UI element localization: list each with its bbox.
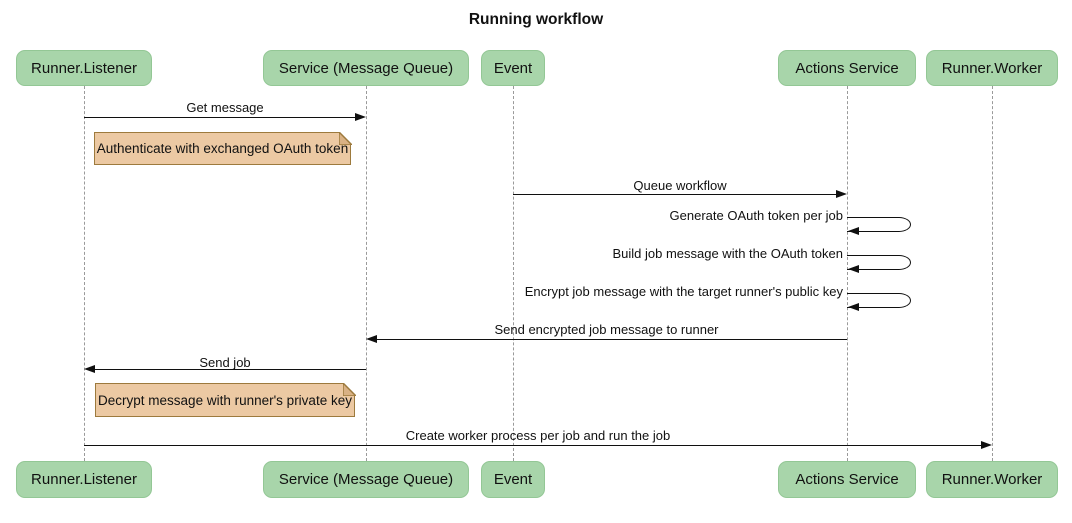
message-label-send-encrypted-job: Send encrypted job message to runner: [494, 322, 719, 337]
self-loop-encrypt-job-message: [847, 293, 911, 308]
message-label-generate-oauth-token: Generate OAuth token per job: [669, 208, 843, 223]
message-label-build-job-message: Build job message with the OAuth token: [612, 246, 843, 261]
arrowhead-left-icon: [848, 265, 859, 273]
participant-top-service-message-queue: Service (Message Queue): [263, 50, 469, 86]
message-label-encrypt-job-message: Encrypt job message with the target runn…: [524, 284, 843, 299]
message-arrow-send-encrypted-job: [377, 339, 847, 340]
lifeline-actions-service: [847, 86, 848, 461]
participant-bottom-event: Event: [481, 461, 545, 498]
note-decrypt-private-key: Decrypt message with runner's private ke…: [95, 382, 356, 417]
self-loop-build-job-message: [847, 255, 911, 270]
participant-top-actions-service: Actions Service: [778, 50, 916, 86]
participant-top-event: Event: [481, 50, 545, 86]
lifeline-runner-worker: [992, 86, 993, 461]
lifeline-service-message-queue: [366, 86, 367, 461]
participant-bottom-actions-service: Actions Service: [778, 461, 916, 498]
arrowhead-left-icon: [84, 365, 95, 373]
lifeline-event: [513, 86, 514, 461]
participant-bottom-runner-worker: Runner.Worker: [926, 461, 1058, 498]
note-text: Decrypt message with runner's private ke…: [98, 392, 352, 408]
message-arrow-queue-workflow: [513, 194, 836, 195]
message-arrow-send-job: [95, 369, 366, 370]
arrowhead-right-icon: [355, 113, 366, 121]
message-label-create-worker-process: Create worker process per job and run th…: [405, 428, 671, 443]
message-label-send-job: Send job: [199, 355, 251, 370]
arrowhead-left-icon: [848, 227, 859, 235]
note-fold-icon: [338, 131, 352, 145]
message-label-queue-workflow: Queue workflow: [633, 178, 727, 193]
message-label-get-message: Get message: [186, 100, 264, 115]
note-text: Authenticate with exchanged OAuth token: [96, 141, 349, 156]
participant-top-runner-listener: Runner.Listener: [16, 50, 152, 86]
note-authenticate-oauth: Authenticate with exchanged OAuth token: [94, 131, 352, 165]
lifeline-runner-listener: [84, 86, 85, 461]
diagram-title: Running workflow: [468, 11, 604, 28]
self-loop-generate-oauth-token: [847, 217, 911, 232]
message-arrow-create-worker-process: [84, 445, 981, 446]
participant-bottom-service-message-queue: Service (Message Queue): [263, 461, 469, 498]
arrowhead-left-icon: [848, 303, 859, 311]
arrowhead-right-icon: [836, 190, 847, 198]
participant-bottom-runner-listener: Runner.Listener: [16, 461, 152, 498]
message-arrow-get-message: [84, 117, 355, 118]
note-fold-icon: [342, 382, 356, 396]
participant-top-runner-worker: Runner.Worker: [926, 50, 1058, 86]
arrowhead-right-icon: [981, 441, 992, 449]
arrowhead-left-icon: [366, 335, 377, 343]
